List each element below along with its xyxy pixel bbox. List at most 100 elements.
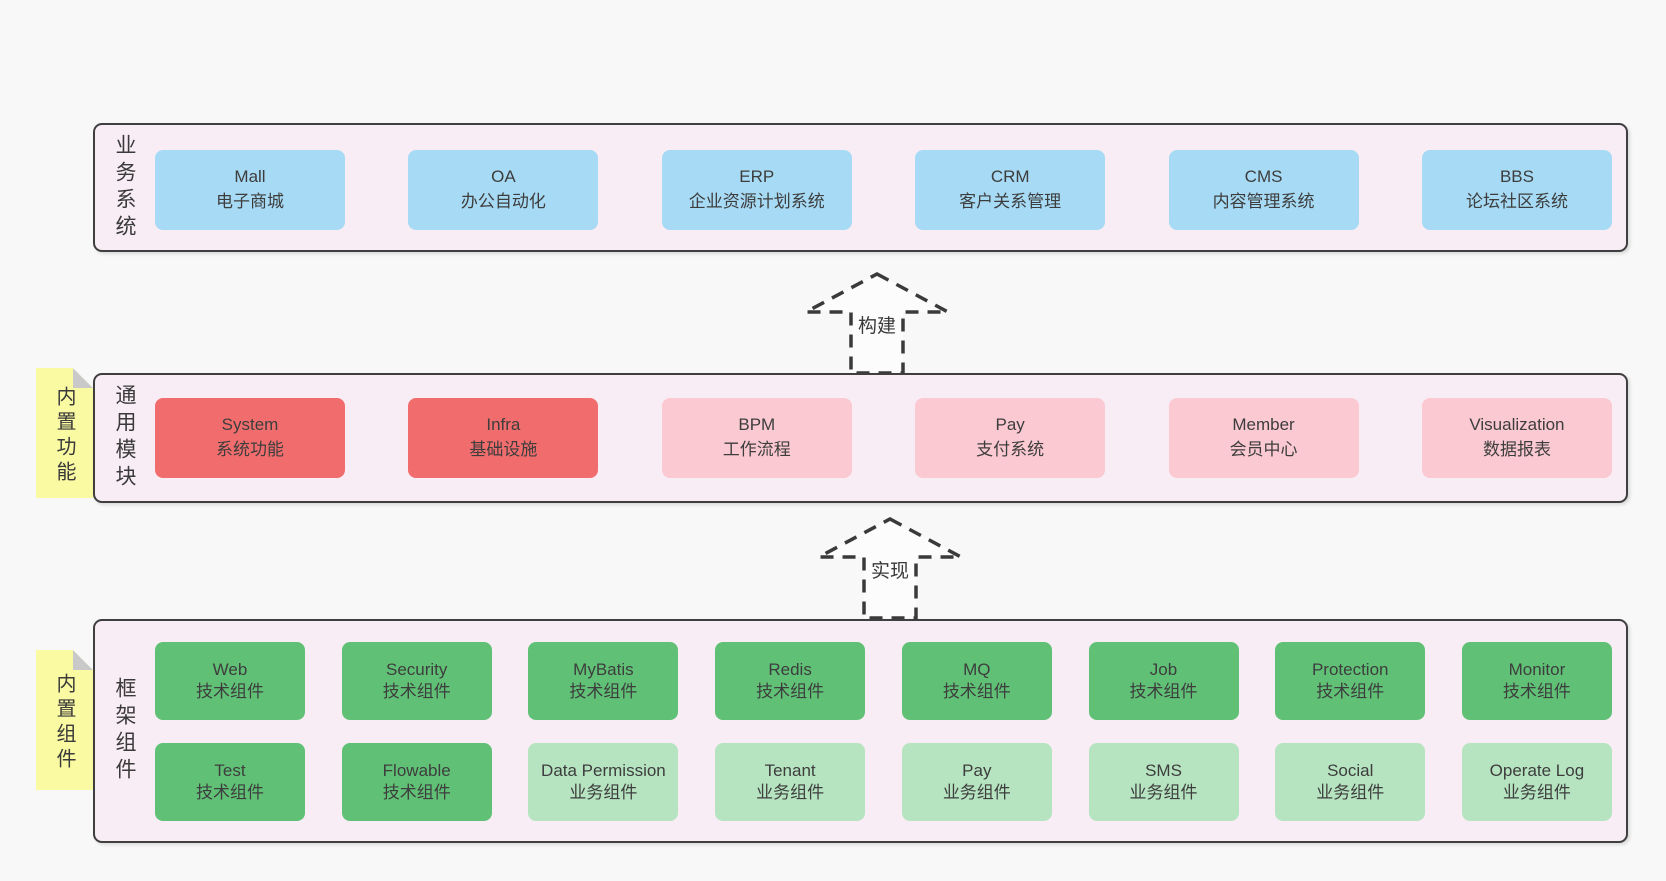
box-title: MyBatis — [573, 659, 634, 679]
box-subtitle: 电子商城 — [216, 192, 284, 211]
section-label: 框架组件 — [113, 677, 136, 785]
box-title: Redis — [768, 659, 812, 679]
builtin-features-note: 内置功能 — [36, 368, 93, 498]
box-title: Visualization — [1469, 415, 1565, 435]
box-subtitle: 业务组件 — [1502, 783, 1571, 802]
box-operate-log: Operate Log 业务组件 — [1461, 743, 1612, 821]
box-subtitle: 技术组件 — [196, 682, 264, 701]
section-label: 通用模块 — [113, 384, 136, 492]
box-mybatis: MyBatis 技术组件 — [528, 642, 679, 720]
box-test: Test 技术组件 — [155, 743, 305, 821]
box-title: Infra — [486, 415, 521, 435]
box-subtitle: 技术组件 — [756, 682, 825, 701]
box-title: Member — [1232, 415, 1295, 435]
box-oa: OA 办公自动化 — [408, 150, 599, 230]
box-subtitle: 会员中心 — [1229, 440, 1298, 459]
box-subtitle: 支付系统 — [976, 440, 1045, 459]
box-title: Monitor — [1508, 659, 1566, 679]
build-arrow-label: 构建 — [855, 311, 899, 338]
box-visualization: Visualization 数据报表 — [1421, 398, 1612, 478]
box-title: Protection — [1311, 659, 1389, 679]
box-sms: SMS 业务组件 — [1088, 743, 1239, 821]
box-subtitle: 技术组件 — [196, 783, 264, 802]
box-system: System 系统功能 — [155, 398, 345, 478]
box-title: CMS — [1244, 167, 1283, 187]
builtin-components-note: 内置组件 — [36, 650, 93, 790]
business-systems-section: 业务系统 Mall 电子商城 OA 办公自动化 ERP 企业资源计划系统 CRM 客户关系管理… — [93, 123, 1628, 252]
box-title: Tenant — [764, 760, 816, 780]
box-title: CRM — [990, 167, 1030, 187]
box-subtitle: 系统功能 — [216, 440, 284, 459]
box-title: Flowable — [382, 760, 451, 780]
box-subtitle: 业务组件 — [756, 783, 825, 802]
box-data-permission: Data Permission 业务组件 — [528, 743, 679, 821]
box-title: Security — [385, 659, 448, 679]
box-bbs: BBS 论坛社区系统 — [1421, 150, 1612, 230]
box-title: Test — [214, 760, 246, 780]
box-subtitle: 技术组件 — [1129, 682, 1198, 701]
box-protection: Protection 技术组件 — [1275, 642, 1426, 720]
box-subtitle: 客户关系管理 — [959, 192, 1062, 211]
build-arrow: 构建 — [802, 269, 952, 375]
box-subtitle: 业务组件 — [942, 783, 1011, 802]
implement-arrow: 实现 — [815, 514, 965, 620]
box-subtitle: 业务组件 — [1316, 783, 1385, 802]
box-subtitle: 论坛社区系统 — [1465, 192, 1568, 211]
box-title: System — [221, 415, 279, 435]
box-crm: CRM 客户关系管理 — [915, 150, 1106, 230]
box-mall: Mall 电子商城 — [155, 150, 345, 230]
box-subtitle: 技术组件 — [569, 682, 638, 701]
box-redis: Redis 技术组件 — [715, 642, 866, 720]
box-subtitle: 业务组件 — [1129, 783, 1198, 802]
box-social: Social 业务组件 — [1275, 743, 1426, 821]
box-flowable: Flowable 技术组件 — [341, 743, 492, 821]
box-web: Web 技术组件 — [155, 642, 305, 720]
section-label: 业务系统 — [113, 133, 136, 242]
box-infra: Infra 基础设施 — [408, 398, 599, 478]
box-subtitle: 业务组件 — [569, 783, 638, 802]
box-title: Web — [212, 659, 248, 679]
box-subtitle: 基础设施 — [469, 440, 538, 459]
box-subtitle: 技术组件 — [382, 783, 451, 802]
box-title: Social — [1327, 760, 1374, 780]
box-title: ERP — [739, 167, 775, 187]
box-subtitle: 内容管理系统 — [1212, 192, 1315, 211]
box-subtitle: 数据报表 — [1482, 440, 1551, 459]
box-member: Member 会员中心 — [1168, 398, 1359, 478]
box-title: Pay — [962, 760, 992, 780]
box-pay: Pay 业务组件 — [901, 743, 1052, 821]
components-box-row-2: Test 技术组件 Flowable 技术组件 Data Permission 业务组件 T… — [155, 743, 1612, 821]
box-erp: ERP 企业资源计划系统 — [661, 150, 852, 230]
box-title: OA — [491, 167, 516, 187]
box-job: Job 技术组件 — [1088, 642, 1239, 720]
folded-corner-icon — [73, 368, 93, 388]
box-title: MQ — [963, 659, 991, 679]
box-subtitle: 技术组件 — [1502, 682, 1571, 701]
box-subtitle: 技术组件 — [942, 682, 1011, 701]
box-cms: CMS 内容管理系统 — [1168, 150, 1359, 230]
note-label: 内置功能 — [53, 386, 75, 486]
folded-corner-icon — [73, 650, 93, 670]
box-title: SMS — [1145, 760, 1182, 780]
business-box-row: Mall 电子商城 OA 办公自动化 ERP 企业资源计划系统 CRM 客户关系管理 CMS 内容… — [155, 150, 1612, 230]
box-title: Operate Log — [1489, 760, 1585, 780]
box-subtitle: 办公自动化 — [460, 192, 546, 211]
note-label: 内置组件 — [53, 673, 75, 773]
box-monitor: Monitor 技术组件 — [1461, 642, 1612, 720]
box-title: Data Permission — [541, 760, 666, 780]
box-title: BBS — [1499, 167, 1534, 187]
implement-arrow-label: 实现 — [868, 556, 912, 583]
box-subtitle: 企业资源计划系统 — [688, 192, 825, 211]
box-subtitle: 技术组件 — [1316, 682, 1385, 701]
box-title: Job — [1149, 659, 1178, 679]
box-mq: MQ 技术组件 — [901, 642, 1052, 720]
box-title: Mall — [234, 167, 266, 187]
